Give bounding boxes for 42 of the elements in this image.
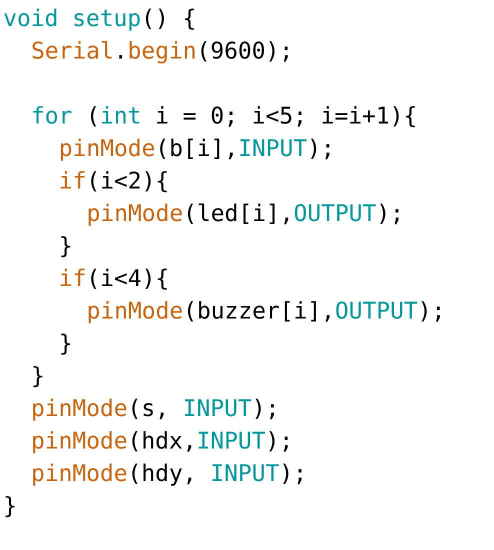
code-text: (b[i],: [160, 138, 233, 160]
code-text: INPUT: [240, 139, 307, 156]
code-text: (led[i],: [188, 203, 288, 224]
code-text: (s,: [132, 398, 164, 420]
code-text: pinMode: [33, 398, 126, 421]
code-text: OUTPUT: [294, 204, 376, 222]
code-text: );: [422, 301, 440, 322]
code-text: (i<2){: [91, 171, 167, 192]
code-text: pinMode: [88, 204, 182, 226]
code-text: pinMode: [33, 464, 126, 486]
code-text: );: [311, 138, 330, 160]
code-text: .: [119, 55, 122, 58]
code-text: );: [283, 464, 302, 484]
code-text: );: [256, 398, 274, 420]
code-text: }: [61, 334, 70, 355]
code-text: i = 0; i<5; i=i+1){: [157, 106, 415, 128]
code-text: () {: [146, 8, 194, 30]
code-text: INPUT: [185, 399, 252, 416]
code-text: pinMode: [88, 301, 182, 324]
code-text: Serial: [32, 40, 112, 59]
code-text: }: [61, 236, 70, 258]
code-text: void setup: [4, 8, 140, 31]
code-text: int: [102, 106, 140, 124]
code-text: pinMode: [33, 431, 126, 454]
code-text: begin: [130, 41, 194, 64]
code-text: }: [6, 496, 15, 518]
code-text: if: [60, 171, 84, 188]
code-text: pinMode: [60, 138, 154, 161]
code-text: for: [33, 106, 72, 124]
code-text: (: [90, 106, 96, 127]
code-text: OUTPUT: [336, 301, 418, 319]
code-text: );: [269, 431, 288, 452]
code-text: (9600);: [201, 41, 288, 62]
code-text: (hdx,: [132, 431, 192, 452]
code-text: INPUT: [198, 432, 265, 449]
code-text: (buzzer[i],: [188, 301, 330, 322]
code-text: (i<4){: [91, 268, 167, 290]
code-text: INPUT: [212, 464, 279, 482]
code-text: if: [60, 268, 84, 286]
code-text: (hdy,: [132, 464, 192, 486]
code-text: );: [380, 204, 399, 224]
code-text: }: [33, 366, 42, 388]
